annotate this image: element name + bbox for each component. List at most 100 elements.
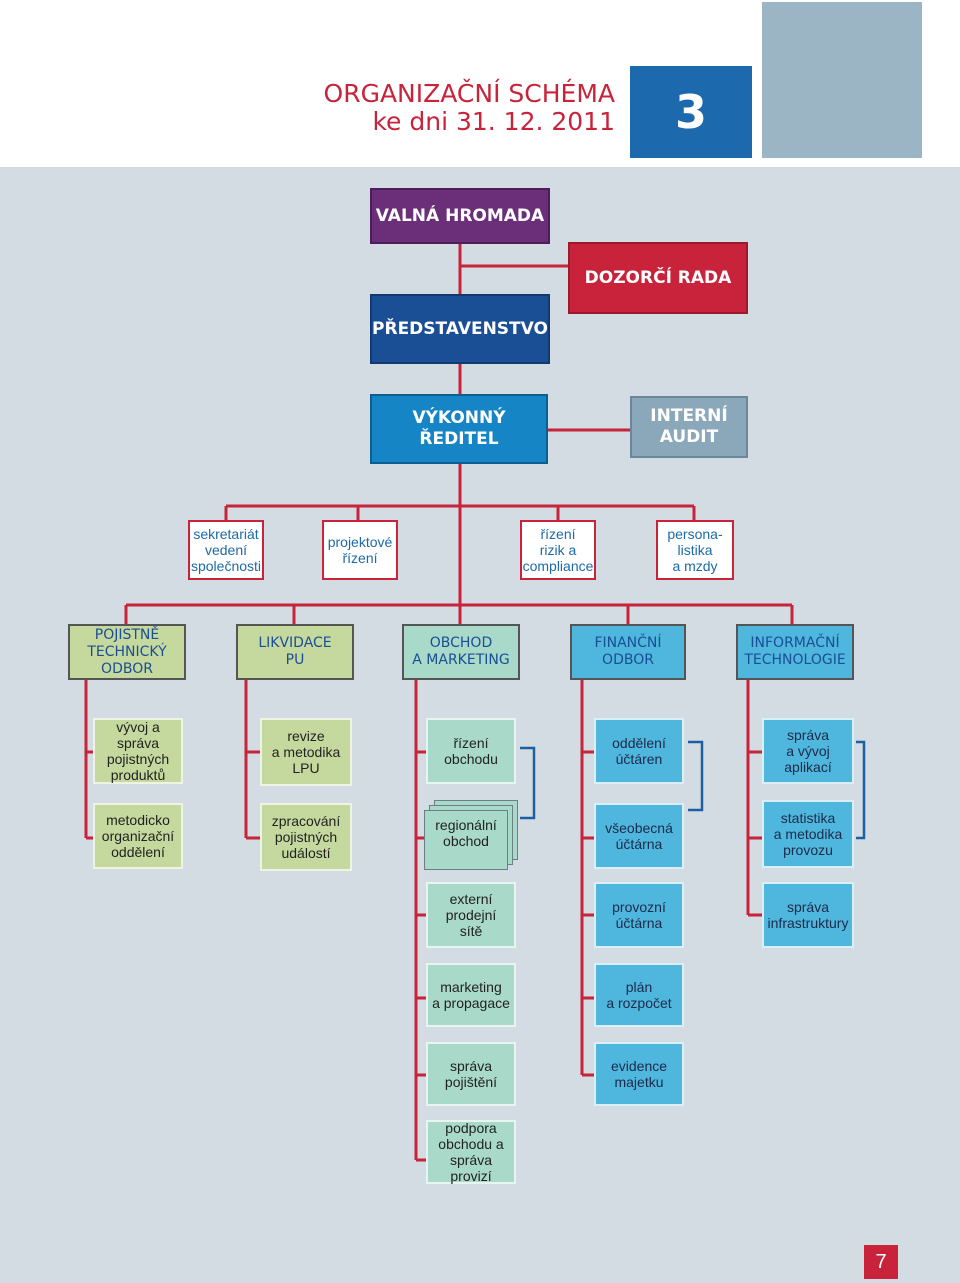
unit-text: evidence xyxy=(610,1058,668,1074)
unit-text: obchod xyxy=(443,833,489,849)
unit-box: správa infrastruktury xyxy=(762,882,854,948)
dept-label: PU xyxy=(285,652,305,668)
unit-text: a propagace xyxy=(432,995,510,1011)
chapter-number: 3 xyxy=(630,66,752,158)
vykonny-reditel-box: VÝKONNÝ ŘEDITEL xyxy=(370,394,548,464)
unit-box: evidence majetku xyxy=(594,1042,684,1106)
unit-text: vývoj a správa xyxy=(116,719,160,751)
unit-text: správa xyxy=(449,1058,493,1074)
vykonny-reditel-label-2: ŘEDITEL xyxy=(419,429,499,449)
unit-text: podpora xyxy=(445,1120,497,1136)
dept-label: POJISTNĚ xyxy=(94,626,160,643)
page-number: 7 xyxy=(864,1245,898,1279)
unit-box: vývoj a správa pojistných produktů xyxy=(93,718,183,784)
staff-unit-text: řízení xyxy=(540,526,576,542)
unit-text: správa provizí xyxy=(449,1152,493,1184)
unit-box: plán a rozpočet xyxy=(594,963,684,1027)
valna-hromada-box: VALNÁ HROMADA xyxy=(370,188,550,244)
unit-box: oddělení účtáren xyxy=(594,718,684,784)
unit-box: metodicko organizační oddělení xyxy=(93,803,183,869)
unit-box: externí prodejní sítě xyxy=(426,882,516,948)
page-title: ORGANIZAČNÍ SCHÉMA ke dni 31. 12. 2011 xyxy=(250,80,615,136)
dept-label: FINANČNÍ xyxy=(594,635,662,651)
staff-unit-text: vedení xyxy=(204,542,248,558)
title-line-2: ke dni 31. 12. 2011 xyxy=(372,107,615,136)
unit-text: LPU xyxy=(292,760,320,776)
dept-likvidace: LIKVIDACE PU xyxy=(236,624,354,680)
staff-unit: sekretariát vedení společnosti xyxy=(188,520,264,580)
dept-label: ODBOR xyxy=(101,660,153,677)
unit-box-stacked: regionální obchod xyxy=(424,810,508,870)
title-line-1: ORGANIZAČNÍ SCHÉMA xyxy=(323,79,615,108)
dept-informacni-technologie: INFORMAČNÍ TECHNOLOGIE xyxy=(736,624,854,680)
unit-text: produktů xyxy=(110,767,166,783)
staff-unit-text: rizik a xyxy=(539,542,577,558)
unit-text: a vývoj xyxy=(786,743,830,759)
unit-text: zpracování xyxy=(271,813,341,829)
dept-financni: FINANČNÍ ODBOR xyxy=(570,624,686,680)
staff-unit: projektové řízení xyxy=(322,520,398,580)
unit-box: marketing a propagace xyxy=(426,963,516,1027)
predstavenstvo-box: PŘEDSTAVENSTVO xyxy=(370,294,550,364)
staff-unit: řízení rizik a compliance xyxy=(520,520,596,580)
dept-label: TECHNICKÝ xyxy=(87,643,167,660)
dept-label: ODBOR xyxy=(602,652,654,668)
unit-text: infrastruktury xyxy=(767,915,849,931)
staff-unit-text: compliance xyxy=(522,558,594,574)
staff-unit-text: persona- xyxy=(667,526,723,542)
dept-pojistne-technicky: POJISTNĚ TECHNICKÝ ODBOR xyxy=(68,624,186,680)
unit-text: oddělení xyxy=(612,735,666,751)
dozorci-rada-label: DOZORČÍ RADA xyxy=(584,267,732,288)
unit-text: a metodika xyxy=(773,826,843,842)
unit-text: prodejní xyxy=(445,907,497,923)
unit-text: provozu xyxy=(783,842,833,858)
unit-text: statistika xyxy=(780,810,836,826)
staff-unit: persona- listika a mzdy xyxy=(656,520,734,580)
unit-text: řízení xyxy=(453,735,489,751)
unit-text: všeobecná xyxy=(605,820,673,836)
interni-audit-label-2: AUDIT xyxy=(659,427,719,447)
unit-box: revize a metodika LPU xyxy=(260,718,352,786)
unit-text: provozní xyxy=(612,899,666,915)
unit-text: majetku xyxy=(614,1074,664,1090)
dept-label: LIKVIDACE xyxy=(258,635,332,651)
staff-unit-text: řízení xyxy=(342,550,378,566)
dept-obchod-marketing: OBCHOD A MARKETING xyxy=(402,624,520,680)
unit-box: všeobecná účtárna xyxy=(594,803,684,869)
unit-text: plán xyxy=(625,979,653,995)
interni-audit-box: INTERNÍ AUDIT xyxy=(630,396,748,458)
staff-unit-text: společnosti xyxy=(190,558,262,574)
unit-text: obchodu a xyxy=(438,1136,504,1152)
unit-text: správa xyxy=(786,727,830,743)
unit-box: zpracování pojistných událostí xyxy=(260,803,352,871)
vykonny-reditel-label-1: VÝKONNÝ xyxy=(412,408,506,428)
unit-text: účtárna xyxy=(615,836,663,852)
unit-text: účtárna xyxy=(615,915,663,931)
unit-text: marketing xyxy=(440,979,502,995)
unit-text: externí xyxy=(449,891,493,907)
unit-text: událostí xyxy=(281,845,331,861)
interni-audit-label-1: INTERNÍ xyxy=(650,406,728,426)
unit-text: organizační xyxy=(101,828,175,844)
unit-box: statistika a metodika provozu xyxy=(762,800,854,868)
unit-text: metodicko xyxy=(106,812,170,828)
staff-unit-text: sekretariát xyxy=(193,526,259,542)
staff-unit-text: projektové xyxy=(327,534,393,550)
unit-text: revize xyxy=(287,728,325,744)
unit-text: aplikací xyxy=(784,759,832,775)
unit-text: a rozpočet xyxy=(606,995,672,1011)
staff-unit-text: listika xyxy=(677,542,713,558)
unit-text: pojistných xyxy=(106,751,170,767)
dept-label: OBCHOD xyxy=(429,635,493,651)
predstavenstvo-label: PŘEDSTAVENSTVO xyxy=(372,318,548,339)
unit-box: správa pojištění xyxy=(426,1042,516,1106)
unit-text: a metodika xyxy=(271,744,341,760)
dozorci-rada-box: DOZORČÍ RADA xyxy=(568,242,748,314)
staff-unit-text: a mzdy xyxy=(672,558,718,574)
unit-text: správa xyxy=(786,899,830,915)
unit-text: pojistných xyxy=(274,829,338,845)
dept-label: INFORMAČNÍ xyxy=(750,635,840,651)
dept-label: A MARKETING xyxy=(412,652,510,668)
unit-box: podpora obchodu a správa provizí xyxy=(426,1120,516,1184)
